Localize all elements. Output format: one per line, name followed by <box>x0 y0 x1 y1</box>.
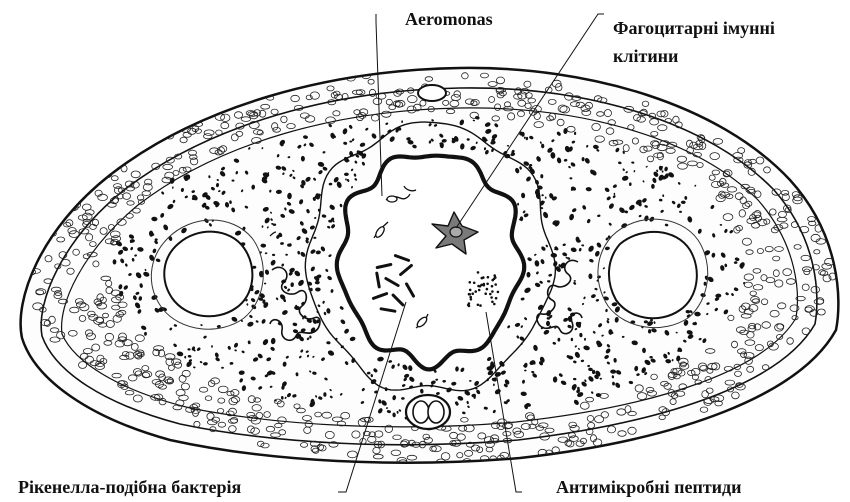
right-vessel <box>609 232 697 318</box>
ventral-nerve-cord <box>406 395 450 429</box>
label-peptides: Антимікробні пептиди <box>556 476 742 498</box>
label-aeromonas: Aeromonas <box>405 8 493 30</box>
label-phagocyte-line2: клітини <box>613 45 678 67</box>
label-rikenella: Рікенелла-подібна бактерія <box>18 476 241 498</box>
left-vessel <box>164 232 252 317</box>
dorsal-vessel <box>418 85 446 101</box>
label-phagocyte-line1: Фагоцитарні імунні <box>613 17 775 39</box>
